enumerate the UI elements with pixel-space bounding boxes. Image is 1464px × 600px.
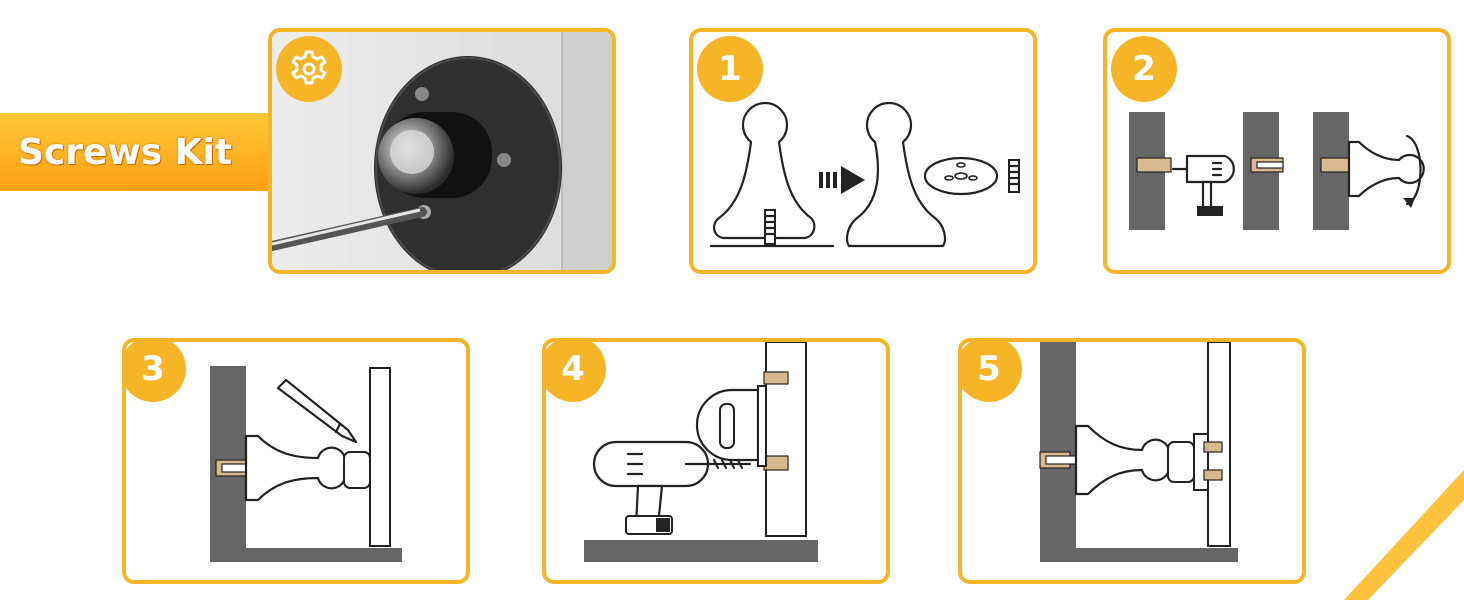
step-5-number: 5 xyxy=(977,349,1001,389)
step-1-illustration xyxy=(709,101,1021,248)
gear-icon xyxy=(291,50,327,85)
step-3-number: 3 xyxy=(141,349,165,389)
step-2-illustration xyxy=(1129,112,1425,230)
step-3-panel: 3 xyxy=(122,338,470,584)
kit-photo-illustration xyxy=(272,32,612,270)
screws-kit-banner: Screws Kit xyxy=(0,113,270,191)
step-2-number: 2 xyxy=(1132,49,1156,89)
kit-photo-panel xyxy=(268,28,616,274)
step-3-illustration xyxy=(210,366,402,562)
step-4-illustration xyxy=(584,342,818,562)
step-1-number: 1 xyxy=(718,49,742,89)
corner-decoration xyxy=(1344,470,1464,600)
step-4-badge: 4 xyxy=(546,342,606,402)
step-3-badge: 3 xyxy=(126,342,186,402)
step-4-panel: 4 xyxy=(542,338,890,584)
step-1-badge: 1 xyxy=(697,36,763,102)
kit-badge xyxy=(276,36,342,102)
step-1-panel: 1 xyxy=(689,28,1037,274)
banner-title: Screws Kit xyxy=(18,131,233,173)
step-5-panel: 5 xyxy=(958,338,1306,584)
step-4-number: 4 xyxy=(561,349,585,389)
step-5-badge: 5 xyxy=(962,342,1022,402)
step-2-panel: 2 xyxy=(1103,28,1451,274)
step-2-badge: 2 xyxy=(1111,36,1177,102)
step-5-illustration xyxy=(1039,342,1238,562)
